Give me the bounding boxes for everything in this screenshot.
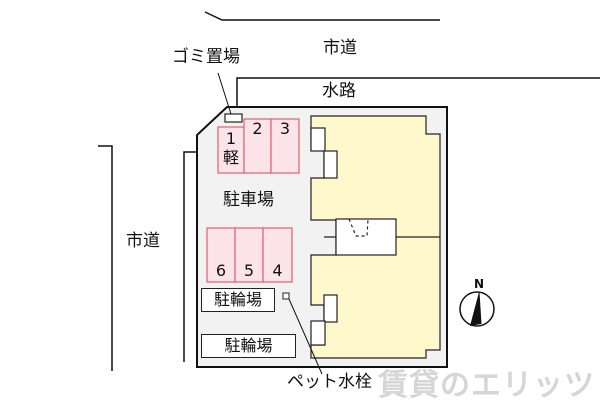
- entrance-area: [335, 218, 397, 256]
- pet-faucet-marker: [282, 292, 290, 300]
- compass-north-label: N: [474, 277, 485, 291]
- left-road-label: 市道: [126, 231, 160, 251]
- parking-slot-3: [270, 118, 300, 174]
- waterway-label: 水路: [322, 81, 356, 101]
- slot-4-number: 4: [272, 261, 283, 280]
- slot-2-number: 2: [252, 119, 263, 138]
- garbage-leader: [217, 72, 232, 115]
- slot-1-number: 1: [225, 129, 237, 148]
- parking-slot-4: [262, 227, 293, 283]
- garbage-box: [224, 113, 243, 123]
- top-road-line: [204, 11, 440, 21]
- slot-6-number: 6: [215, 261, 227, 280]
- slot-1-note: 軽: [222, 148, 239, 167]
- garbage-label: ゴミ置場: [172, 47, 240, 67]
- parking-slot-2: [243, 118, 272, 174]
- parking-slot-5: [234, 227, 264, 283]
- pet-faucet-label: ペット水栓: [287, 372, 372, 392]
- left-boundary-line: [183, 151, 197, 362]
- pet-faucet-leader: [288, 298, 323, 375]
- watermark: 賃貸のエリッツ: [378, 368, 595, 403]
- slot-3-number: 3: [279, 119, 291, 138]
- left-road-line: [98, 145, 113, 371]
- bicycle-parking-2: 駐輪場: [201, 334, 296, 358]
- parking-label: 駐車場: [223, 190, 274, 210]
- slot-5-number: 5: [243, 261, 255, 280]
- top-road-label: 市道: [323, 38, 357, 58]
- stair-dashed: [348, 218, 369, 237]
- compass-icon: [459, 291, 495, 327]
- waterway-line: [236, 77, 600, 107]
- bicycle-parking-1: 駐輪場: [201, 288, 275, 312]
